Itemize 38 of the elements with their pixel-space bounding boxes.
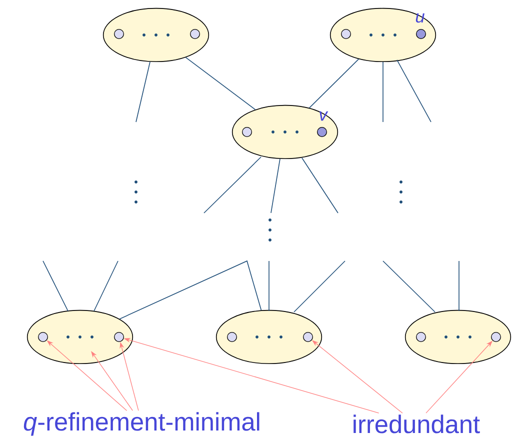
arrow: [91, 351, 133, 411]
vertex-circle: [341, 29, 351, 39]
bag-ellipse: [330, 8, 436, 62]
tree-edge: [382, 62, 384, 122]
tree-edge: [42, 260, 68, 312]
tree-edge: [382, 260, 436, 312]
caption-text: q-refinement-minimal: [24, 412, 260, 436]
tree-edge: [270, 158, 280, 214]
vertex-circle: [38, 332, 48, 342]
vertex-label: u: [416, 13, 424, 23]
vertex-circle: [114, 332, 124, 342]
vertex-circle: [242, 127, 252, 137]
vertex-label: v: [320, 111, 328, 121]
caption-text: irredundant: [354, 414, 480, 434]
bag-ellipse: [404, 310, 512, 364]
tree-edge: [396, 60, 432, 122]
vertex-circle: [317, 127, 327, 137]
vertex-circle: [114, 29, 124, 39]
vertex-circle: [303, 332, 313, 342]
tree-edge: [119, 260, 262, 320]
tree-edge: [458, 260, 460, 312]
tree-edge: [136, 62, 150, 122]
tree-edge: [308, 58, 360, 108]
bag-ellipse: [232, 104, 338, 160]
tree-edge: [294, 260, 346, 312]
tree-edge: [268, 260, 270, 312]
tree-edge: [204, 156, 262, 214]
vertex-circle: [491, 332, 501, 342]
tree-edge: [302, 158, 338, 214]
bag-ellipse: [26, 310, 134, 364]
tree-edge: [94, 260, 118, 312]
bag-ellipse: [102, 8, 210, 62]
vertex-circle: [416, 29, 426, 39]
vertex-circle: [416, 332, 426, 342]
tree-edge: [185, 57, 256, 110]
vertex-circle: [227, 332, 237, 342]
bag-ellipse: [216, 310, 322, 364]
vertex-circle: [190, 29, 200, 39]
